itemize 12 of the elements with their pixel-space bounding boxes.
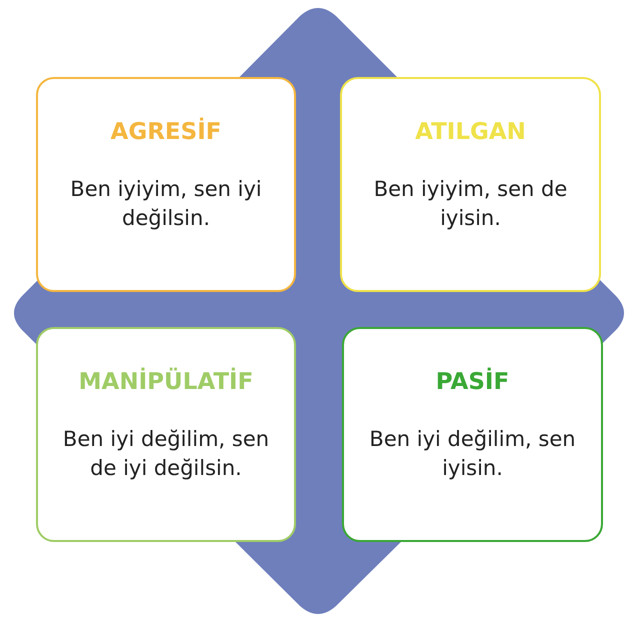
- assertive-card: [340, 77, 601, 292]
- card-text: Ben iyiyim, sen iyi değilsin.: [69, 176, 263, 232]
- card-text: Ben iyiyim, sen de iyisin.: [372, 176, 568, 232]
- card-title: PASİF: [436, 369, 510, 395]
- card-text: Ben iyi değilim, sen de iyi değilsin.: [62, 426, 270, 482]
- card-title: MANİPÜLATİF: [78, 369, 254, 395]
- card-title: AGRESİF: [110, 119, 222, 145]
- card-text: Ben iyi değilim, sen iyisin.: [368, 426, 577, 482]
- passive-card: [342, 327, 603, 542]
- card-title: ATILGAN: [415, 119, 526, 145]
- manipulative-card: [36, 327, 296, 542]
- aggressive-card: [36, 77, 296, 292]
